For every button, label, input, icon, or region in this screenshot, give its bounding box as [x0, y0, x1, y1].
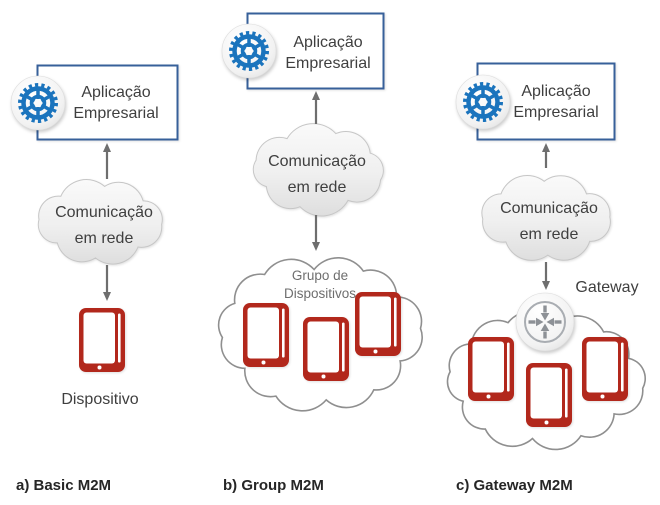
- arrowhead-up-a: [103, 143, 111, 152]
- arrowhead-up-c: [542, 143, 550, 152]
- tablet-icon: [355, 292, 401, 356]
- caption-basic-m2m: a) Basic M2M: [16, 477, 111, 494]
- network-cloud-c: [481, 175, 611, 261]
- tablet-icon: [468, 337, 514, 401]
- app-box-label-line2-c: Empresarial: [513, 104, 598, 121]
- tablet-icon: [526, 363, 572, 427]
- tablet-icon: [79, 308, 125, 372]
- gear-icon: [222, 24, 276, 78]
- arrowhead-up-b: [312, 91, 320, 100]
- network-cloud-a: [37, 179, 163, 265]
- group-cloud-label-line2: Dispositivos: [284, 286, 356, 301]
- network-cloud-label-line1-b: Comunicação: [268, 153, 366, 170]
- caption-group-m2m: b) Group M2M: [223, 477, 324, 494]
- arrowhead-down-c: [542, 281, 550, 290]
- router-icon: [514, 291, 576, 353]
- network-cloud-label-line1-c: Comunicação: [500, 200, 598, 217]
- gear-icon: [456, 75, 510, 129]
- device-label: Dispositivo: [61, 391, 138, 408]
- network-cloud-label-line2-c: em rede: [520, 226, 579, 243]
- network-cloud-label-line1-a: Comunicação: [55, 204, 153, 221]
- app-box-label-line1-a: Aplicação: [81, 84, 150, 101]
- caption-gateway-m2m: c) Gateway M2M: [456, 477, 573, 494]
- app-box-label-line1-c: Aplicação: [521, 83, 590, 100]
- group-cloud-label-line1: Grupo de: [292, 268, 348, 283]
- network-cloud-b: [252, 123, 384, 217]
- tablet-icon: [243, 303, 289, 367]
- arrowhead-down-b: [312, 242, 320, 251]
- network-cloud-label-line2-a: em rede: [75, 230, 134, 247]
- network-cloud-label-line2-b: em rede: [288, 179, 347, 196]
- tablet-icon: [303, 317, 349, 381]
- arrowhead-down-a: [103, 292, 111, 301]
- app-box-label-line2-b: Empresarial: [285, 55, 370, 72]
- app-box-label-line2-a: Empresarial: [73, 105, 158, 122]
- column-group-m2m: Aplicação Empresarial Comunicação em red…: [217, 12, 423, 494]
- gear-icon: [11, 76, 65, 130]
- app-box-label-line1-b: Aplicação: [293, 34, 362, 51]
- column-gateway-m2m: Aplicação Empresarial Comunicação em red…: [446, 62, 647, 494]
- column-basic-m2m: Aplicação Empresarial Comunicação em red…: [11, 64, 179, 494]
- tablet-icon: [582, 337, 628, 401]
- gateway-label: Gateway: [575, 279, 638, 296]
